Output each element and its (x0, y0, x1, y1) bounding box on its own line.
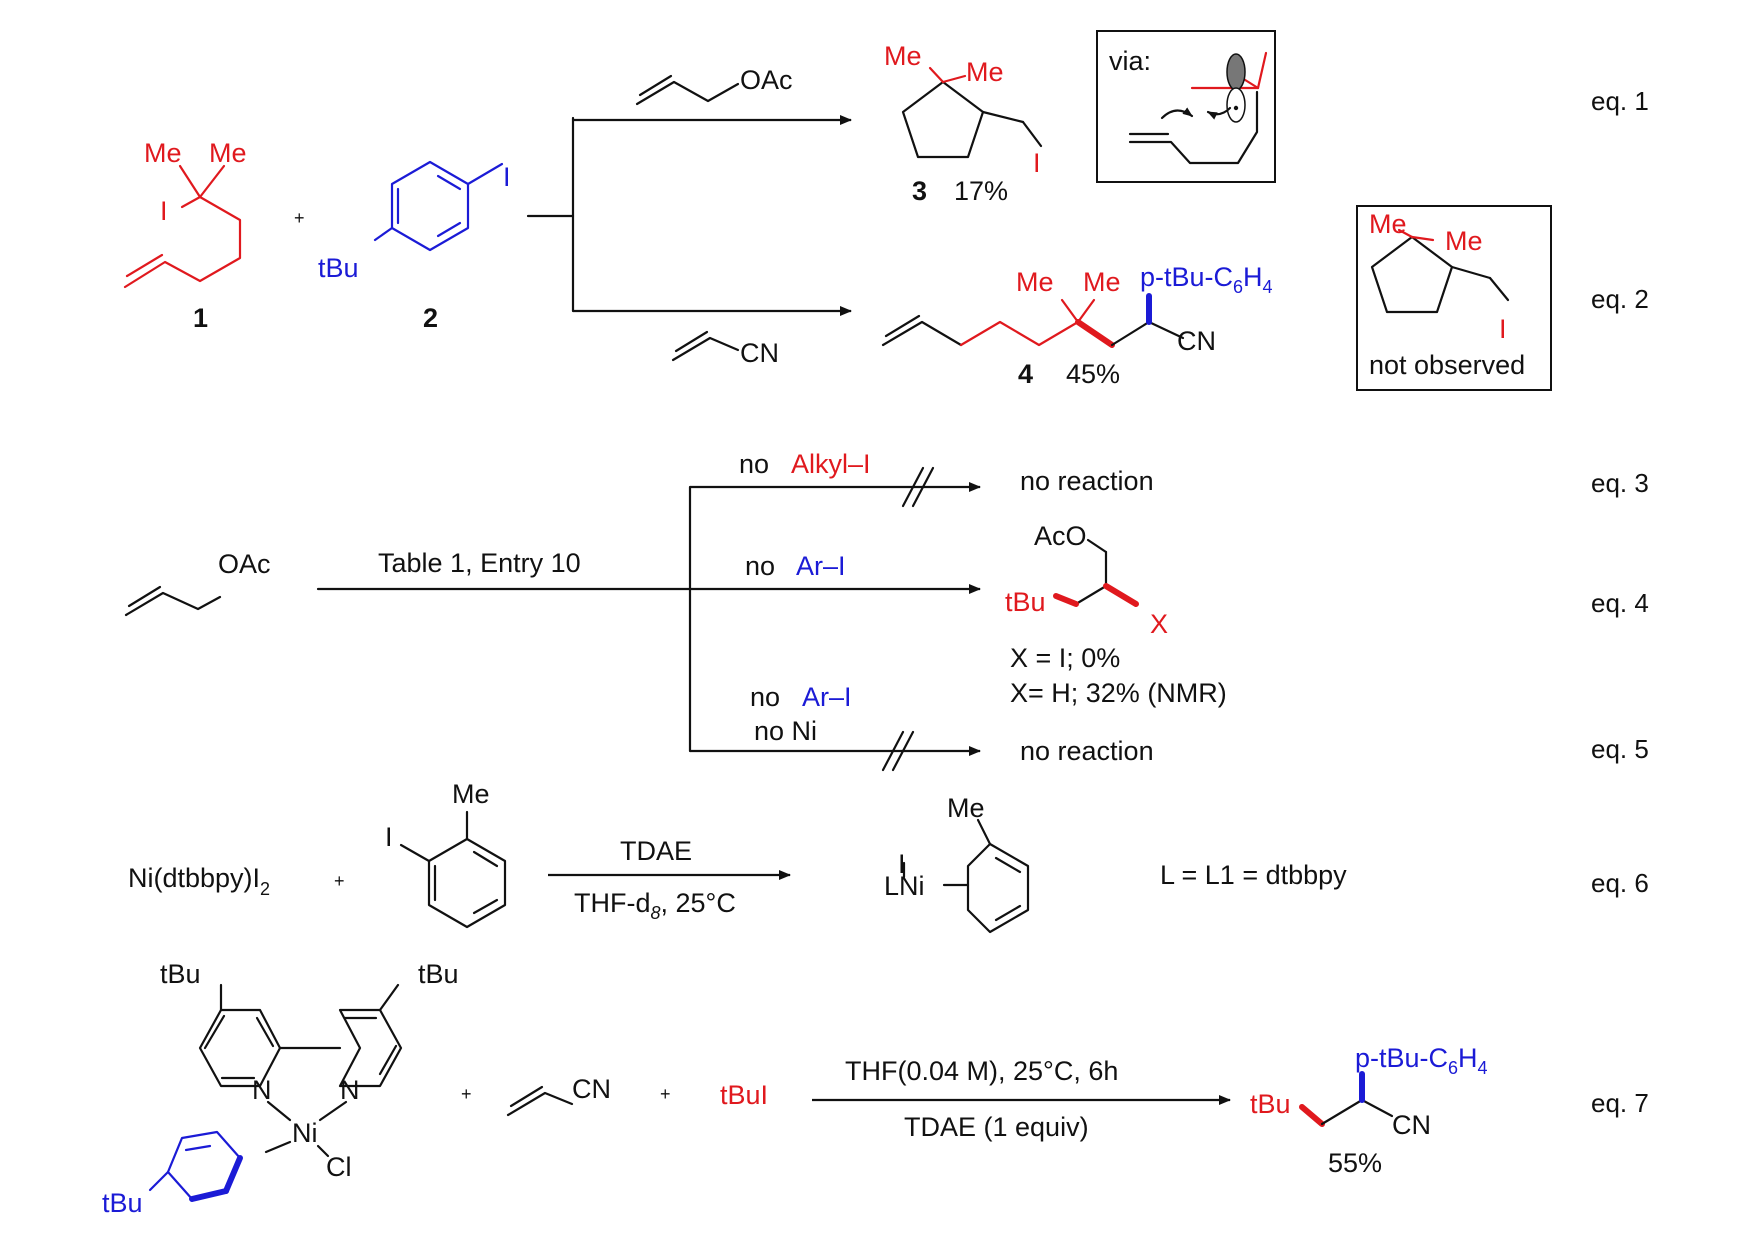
no-reaction-eq3: no reaction (1020, 466, 1154, 496)
eq7-conditions-bottom: TDAE (1 equiv) (904, 1112, 1089, 1142)
eq4-product: AcO tBu X X = I; 0% X= H; 32% (NMR) (1005, 521, 1227, 708)
allyl-acetate-oac: OAc (740, 65, 793, 95)
eq4-tbu: tBu (1005, 587, 1046, 617)
aryl-nickel-product: I LNi Me (884, 793, 1030, 934)
no-aryl-iodide-2: Ar–I (802, 682, 852, 712)
eq-label-1: eq. 1 (1591, 86, 1649, 116)
complex-tbu-right: tBu (418, 959, 459, 989)
no-aryl-prefix: no (745, 551, 775, 581)
no-nickel: no Ni (754, 716, 817, 746)
product-4-aryl: p-tBu-C6H4 (1140, 262, 1273, 297)
2-iodotoluene-iodo: I (385, 822, 393, 852)
eq7-product: tBu p-tBu-C6H4 CN 55% (1250, 1043, 1488, 1178)
compound-2: I tBu 2 (318, 160, 511, 333)
aryl-nickel-lni: LNi (884, 871, 925, 901)
eq6-solvent: THF-d8, 25°C (574, 888, 736, 923)
complex-aryl-tbu: tBu (102, 1188, 143, 1218)
eq7-conditions-top: THF(0.04 M), 25°C, 6h (845, 1056, 1118, 1086)
not-observed-me-left: Me (1369, 209, 1407, 239)
eq-label-6: eq. 6 (1591, 868, 1649, 898)
eq-label-7: eq. 7 (1591, 1088, 1649, 1118)
product-3: Me Me I 3 17% (884, 41, 1043, 206)
eq7-product-tbu: tBu (1250, 1089, 1291, 1119)
eq7-yield: 55% (1328, 1148, 1382, 1178)
radical-intermediate-box: via: (1096, 30, 1276, 183)
eq7-acrylonitrile-cn: CN (572, 1074, 611, 1104)
no-alkyl-iodide: Alkyl–I (791, 449, 871, 479)
eq-label-2: eq. 2 (1591, 284, 1649, 314)
control-conditions: Table 1, Entry 10 (378, 548, 581, 578)
not-observed-me-right: Me (1445, 226, 1483, 256)
compound-2-number: 2 (423, 303, 438, 333)
product-4-number: 4 (1018, 359, 1033, 389)
allyl-acetate-reagent: OAc (635, 65, 793, 106)
ni-aryl-chloride-complex: tBu tBu N N Ni Cl tBu (102, 959, 459, 1218)
product-4-cn: CN (1177, 326, 1216, 356)
eq-label-3: eq. 3 (1591, 468, 1649, 498)
no-reaction-eq5: no reaction (1020, 736, 1154, 766)
plus-sign: + (294, 208, 305, 228)
complex-n-right: N (340, 1075, 360, 1105)
complex-tbu-left: tBu (160, 959, 201, 989)
compound-1-number: 1 (193, 303, 208, 333)
compound-1: Me Me I 1 (123, 138, 247, 333)
not-observed-box: Me Me I not observed (1356, 205, 1552, 391)
allyl-acetate-substrate: OAc (124, 549, 271, 617)
tert-butyl-iodide: tBuI (720, 1080, 768, 1110)
eq4-result-hydride: X= H; 32% (NMR) (1010, 678, 1227, 708)
eq7-product-cn: CN (1392, 1110, 1431, 1140)
no-aryl-prefix-2: no (750, 682, 780, 712)
product-3-yield: 17% (954, 176, 1008, 206)
product-3-me-right: Me (966, 57, 1004, 87)
product-3-iodo: I (1033, 148, 1041, 178)
2-iodotoluene: Me I (385, 779, 507, 929)
via-label: via: (1109, 46, 1151, 76)
eq6-plus-1: + (334, 871, 345, 891)
eq4-x: X (1150, 609, 1168, 639)
complex-ni: Ni (292, 1118, 318, 1148)
ligand-definition: L = L1 = dtbbpy (1160, 860, 1347, 890)
allyl-acetate-substrate-oac: OAc (218, 549, 271, 579)
2-iodotoluene-me: Me (452, 779, 490, 809)
p-orbital-bottom (1226, 87, 1246, 123)
eq-label-5: eq. 5 (1591, 734, 1649, 764)
compound-2-iodo: I (503, 162, 511, 192)
compound-1-me-right: Me (209, 138, 247, 168)
eq7-plus-1: + (461, 1084, 472, 1104)
forked-arrow-eq1-eq2 (526, 115, 852, 316)
not-observed-label: not observed (1369, 350, 1525, 380)
acrylonitrile-reagent: CN (671, 330, 779, 368)
eq7-acrylonitrile: CN (506, 1074, 611, 1117)
control-arrows (316, 466, 981, 772)
product-4-me-right: Me (1083, 267, 1121, 297)
ni-dtbbpy-diiodide: Ni(dtbbpy)I2 (128, 863, 270, 899)
compound-1-iodo: I (160, 196, 168, 226)
eq6-reagent-tdae: TDAE (620, 836, 692, 866)
not-observed-iodo: I (1499, 314, 1507, 344)
product-4-me-left: Me (1016, 267, 1054, 297)
eq7-plus-2: + (660, 1084, 671, 1104)
product-3-me-left: Me (884, 41, 922, 71)
eq-label-4: eq. 4 (1591, 588, 1649, 618)
aryl-nickel-iodo: I (898, 849, 906, 879)
compound-2-tbu: tBu (318, 253, 359, 283)
no-alkyl-prefix: no (739, 449, 769, 479)
eq7-product-aryl: p-tBu-C6H4 (1355, 1043, 1488, 1078)
p-orbital-top (1226, 53, 1246, 91)
product-3-number: 3 (912, 176, 927, 206)
product-4: Me Me p-tBu-C6H4 CN 4 45% (881, 262, 1273, 389)
eq4-aco: AcO (1034, 521, 1087, 551)
no-aryl-iodide: Ar–I (796, 551, 846, 581)
aryl-nickel-me: Me (947, 793, 985, 823)
eq4-result-iodide: X = I; 0% (1010, 643, 1120, 673)
product-4-yield: 45% (1066, 359, 1120, 389)
complex-n-left: N (252, 1075, 272, 1105)
complex-cl: Cl (326, 1152, 352, 1182)
acrylonitrile-cn: CN (740, 338, 779, 368)
compound-1-me-left: Me (144, 138, 182, 168)
